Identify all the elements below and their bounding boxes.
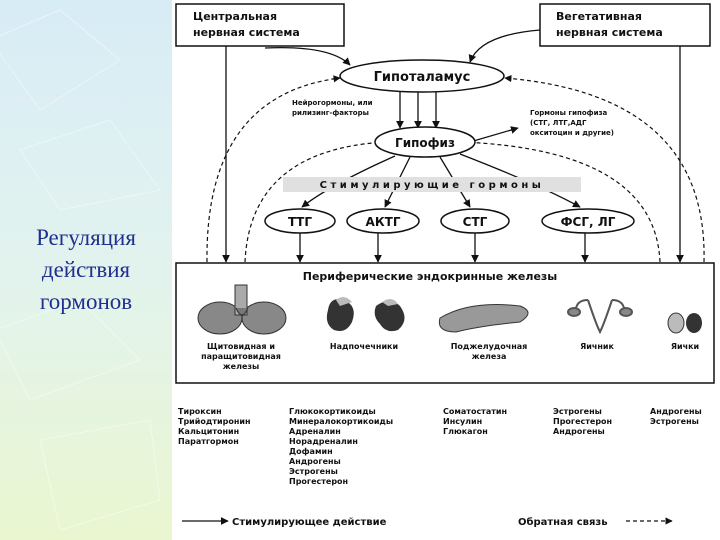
panel-background	[0, 0, 172, 540]
hormone-list-adrenal: Глюкокортикоиды Минералокортикоиды Адрен…	[289, 407, 393, 486]
hormone-list-thyroid: Тироксин Трийодтиронин Кальцитонин Парат…	[178, 407, 250, 446]
tropic-hormone-label: АКТГ	[366, 215, 401, 229]
cns-label: Центральная	[193, 10, 277, 23]
tropic-hormone-label: СТГ	[463, 215, 488, 229]
slide-title-line: Регуляция	[36, 225, 136, 250]
hormone-item: Тироксин	[178, 407, 222, 416]
gland-name: Щитовидная и	[207, 342, 275, 351]
glands-title: Периферические эндокринные железы	[303, 270, 558, 283]
gland-name: Яички	[671, 342, 699, 351]
pituitary-note: окситоцин и другие)	[530, 129, 614, 137]
neurohormones-note: рилизинг-факторы	[292, 109, 369, 117]
pancreas-icon	[438, 304, 529, 333]
hormone-list-pancreas: Соматостатин Инсулин Глюкагон	[443, 407, 507, 436]
tropic-hormone-ttg: ТТГ	[264, 208, 336, 234]
hormone-item: Трийодтиронин	[178, 417, 250, 426]
ans-label: нервная система	[556, 26, 663, 39]
hormone-item: Андрогены	[650, 407, 702, 416]
pituitary-node: Гипофиз	[374, 126, 476, 158]
hormone-item: Соматостатин	[443, 407, 507, 416]
ans-label: Вегетативная	[556, 10, 642, 23]
hormone-item: Дофамин	[289, 447, 333, 456]
tropic-hormone-fsg-lg: ФСГ, ЛГ	[541, 208, 635, 234]
hormone-item: Кальцитонин	[178, 427, 239, 436]
hormone-item: Эстрогены	[553, 407, 602, 416]
hormone-item: Норадреналин	[289, 437, 358, 446]
gland-name: Надпочечники	[330, 342, 398, 351]
pituitary-label: Гипофиз	[395, 136, 455, 150]
hormone-item: Глюкокортикоиды	[289, 407, 376, 416]
legend-stimulating-label: Стимулирующее действие	[232, 517, 387, 528]
hormone-item: Паратгормон	[178, 437, 239, 446]
adrenal-icon	[326, 296, 405, 332]
hormone-item: Эстрогены	[289, 467, 338, 476]
hormone-item: Глюкагон	[443, 427, 488, 436]
thyroid-icon	[197, 284, 287, 335]
hypothalamus-node: Гипоталамус	[339, 59, 505, 93]
hormone-item: Инсулин	[443, 417, 482, 426]
tropic-hormone-aktg: АКТГ	[346, 208, 420, 234]
ovary-icon	[567, 299, 633, 335]
left-decorative-panel	[0, 0, 172, 540]
hormone-list-ovary: Эстрогены Прогестерон Андрогены	[553, 407, 612, 436]
pituitary-note: (СТГ, ЛТГ,АДГ	[530, 119, 587, 127]
legend-feedback-label: Обратная связь	[518, 516, 608, 528]
gland-name: паращитовидная	[201, 352, 281, 361]
tropic-hormone-stg: СТГ	[440, 208, 510, 234]
stimulating-hormones-banner: Стимулирующие гормоны	[283, 177, 581, 192]
tropic-hormone-label: ТТГ	[288, 215, 312, 229]
hormone-item: Прогестерон	[553, 417, 612, 426]
slide-title-line: действия	[41, 257, 131, 282]
gland-name: Яичник	[580, 342, 614, 351]
hormone-list-testes: Андрогены Эстрогены	[650, 407, 702, 426]
cns-label: нервная система	[193, 26, 300, 39]
cns-box: Центральная нервная система	[175, 3, 345, 47]
slide-title-line: гормонов	[39, 289, 133, 314]
stimulating-hormones-label: Стимулирующие гормоны	[320, 180, 545, 191]
ans-box: Вегетативная нервная система	[539, 3, 711, 47]
gland-name: железа	[472, 352, 507, 361]
hormone-item: Адреналин	[289, 427, 341, 436]
hormone-item: Прогестерон	[289, 477, 348, 486]
hormone-item: Минералокортикоиды	[289, 417, 393, 426]
feedback-connectors	[206, 74, 705, 525]
gland-name: Поджелудочная	[451, 342, 528, 351]
neurohormones-note: Нейрогормоны, или	[292, 99, 373, 107]
hormone-item: Эстрогены	[650, 417, 699, 426]
slide-title: Регуляция действия гормонов	[0, 222, 172, 318]
hypothalamus-label: Гипоталамус	[374, 70, 471, 85]
hormone-item: Андрогены	[289, 457, 341, 466]
tropic-hormone-label: ФСГ, ЛГ	[561, 215, 616, 229]
peripheral-glands-box: Периферические эндокринные железы Щитови…	[175, 262, 715, 384]
hormone-item: Андрогены	[553, 427, 605, 436]
testes-icon	[667, 312, 702, 334]
gland-name: железы	[223, 362, 260, 371]
pituitary-note: Гормоны гипофиза	[530, 109, 608, 117]
